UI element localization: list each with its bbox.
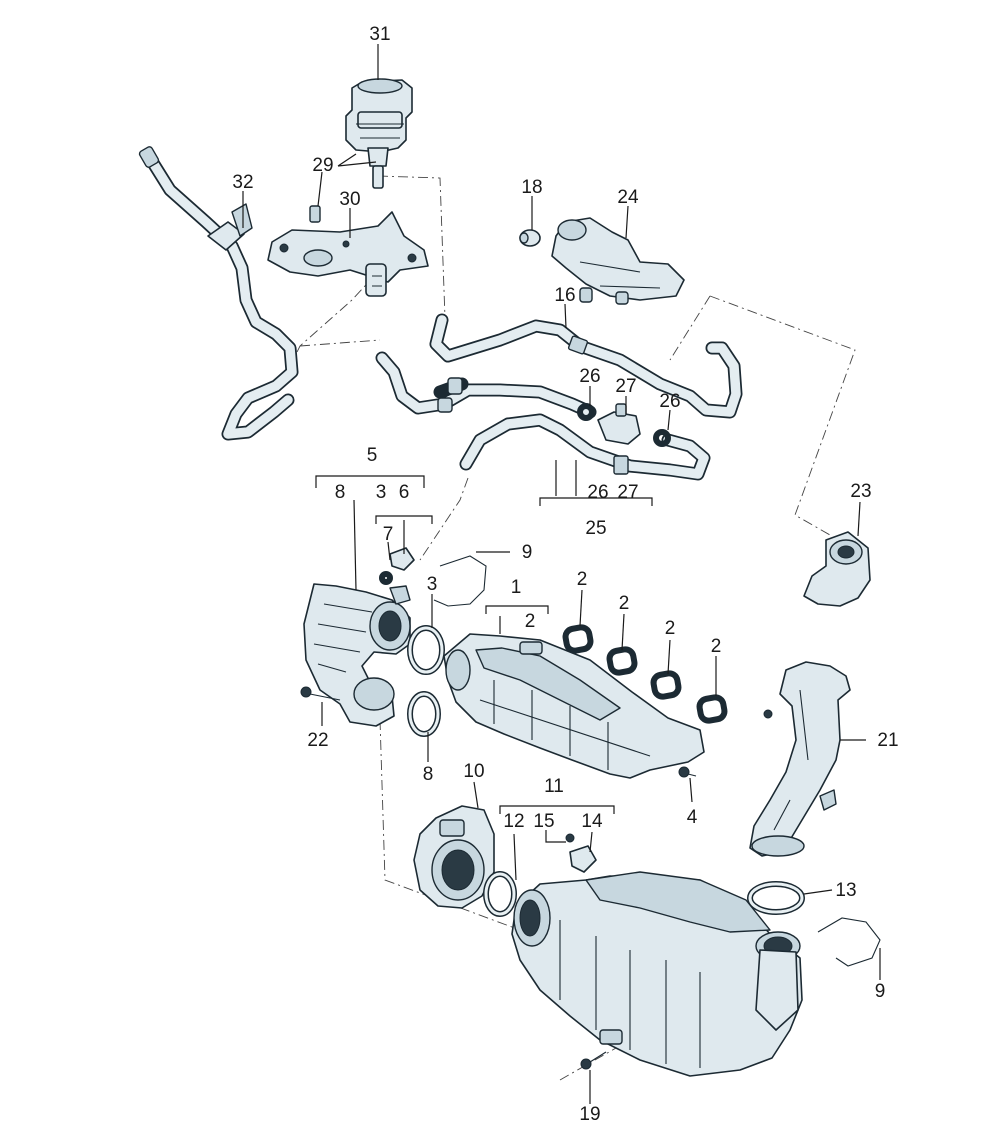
callout-11: 11	[544, 776, 564, 797]
callout-26-lower: 26	[587, 482, 608, 503]
callout-6: 6	[399, 482, 410, 503]
callout-32: 32	[232, 172, 253, 193]
callout-31: 31	[369, 24, 390, 45]
callout-9-upper: 9	[522, 542, 533, 563]
callout-24: 24	[617, 187, 639, 208]
callout-27-upper: 27	[615, 376, 636, 397]
throttle-body-10	[413, 805, 495, 909]
callout-8-lower: 8	[423, 764, 434, 785]
clip-9-upper	[433, 555, 487, 607]
callout-2-a: 2	[525, 611, 536, 632]
callout-26-upper-right: 26	[659, 391, 680, 412]
clip-9-lower	[817, 917, 881, 967]
callout-26-upper-left: 26	[579, 366, 600, 387]
callout-2-d: 2	[665, 618, 676, 639]
callout-14: 14	[581, 811, 603, 832]
gaskets-2	[562, 624, 728, 724]
pipe-21	[749, 661, 851, 857]
valve-27	[597, 403, 641, 445]
callout-2-b: 2	[577, 569, 588, 590]
bracket-30	[267, 205, 429, 297]
callout-16: 16	[554, 285, 575, 306]
callout-21: 21	[877, 730, 898, 751]
hose-16	[429, 313, 743, 419]
pipe-32	[138, 146, 299, 441]
callout-10: 10	[463, 761, 484, 782]
callout-30: 30	[339, 189, 360, 210]
housing-24	[551, 217, 685, 305]
plug-18	[519, 229, 541, 247]
leader-lines	[242, 44, 881, 1104]
callout-9-lower: 9	[875, 981, 886, 1002]
intercooler-11	[511, 833, 803, 1077]
callout-23: 23	[850, 481, 871, 502]
callout-29: 29	[312, 155, 333, 176]
elbow-23	[803, 531, 871, 607]
callout-3-lower: 3	[427, 574, 438, 595]
callout-5: 5	[367, 445, 378, 466]
callout-7: 7	[383, 524, 394, 545]
hose-26-27-lower	[459, 413, 711, 481]
callout-18: 18	[521, 177, 542, 198]
callout-1: 1	[511, 577, 522, 598]
callout-22: 22	[307, 730, 328, 751]
callout-4: 4	[687, 807, 698, 828]
housing-8	[303, 583, 411, 727]
callout-15: 15	[533, 811, 554, 832]
callout-13: 13	[835, 880, 856, 901]
gasket-13	[747, 881, 805, 915]
gasket-8	[407, 691, 441, 737]
callout-8-upper: 8	[335, 482, 346, 503]
callout-labels: 31 32 29 30 18 24 16 26 27 26 5 8 3 6 7 …	[232, 24, 898, 1125]
gasket-12	[483, 871, 517, 917]
callout-25: 25	[585, 518, 606, 539]
manifold-1	[443, 633, 705, 779]
callout-27-lower: 27	[617, 482, 638, 503]
callout-2-c: 2	[619, 593, 630, 614]
bolt-19	[580, 1051, 607, 1070]
callout-12: 12	[503, 811, 524, 832]
callout-2-e: 2	[711, 636, 722, 657]
callout-3-upper: 3	[376, 482, 387, 503]
callout-19: 19	[579, 1104, 600, 1125]
sensor-6-7	[379, 547, 415, 585]
bolt-22	[300, 686, 341, 701]
bolt-4	[678, 766, 697, 778]
clamps-26	[577, 403, 671, 447]
hose-26-27-upper	[375, 351, 597, 419]
valve-31	[345, 78, 413, 189]
gasket-3	[407, 625, 445, 675]
